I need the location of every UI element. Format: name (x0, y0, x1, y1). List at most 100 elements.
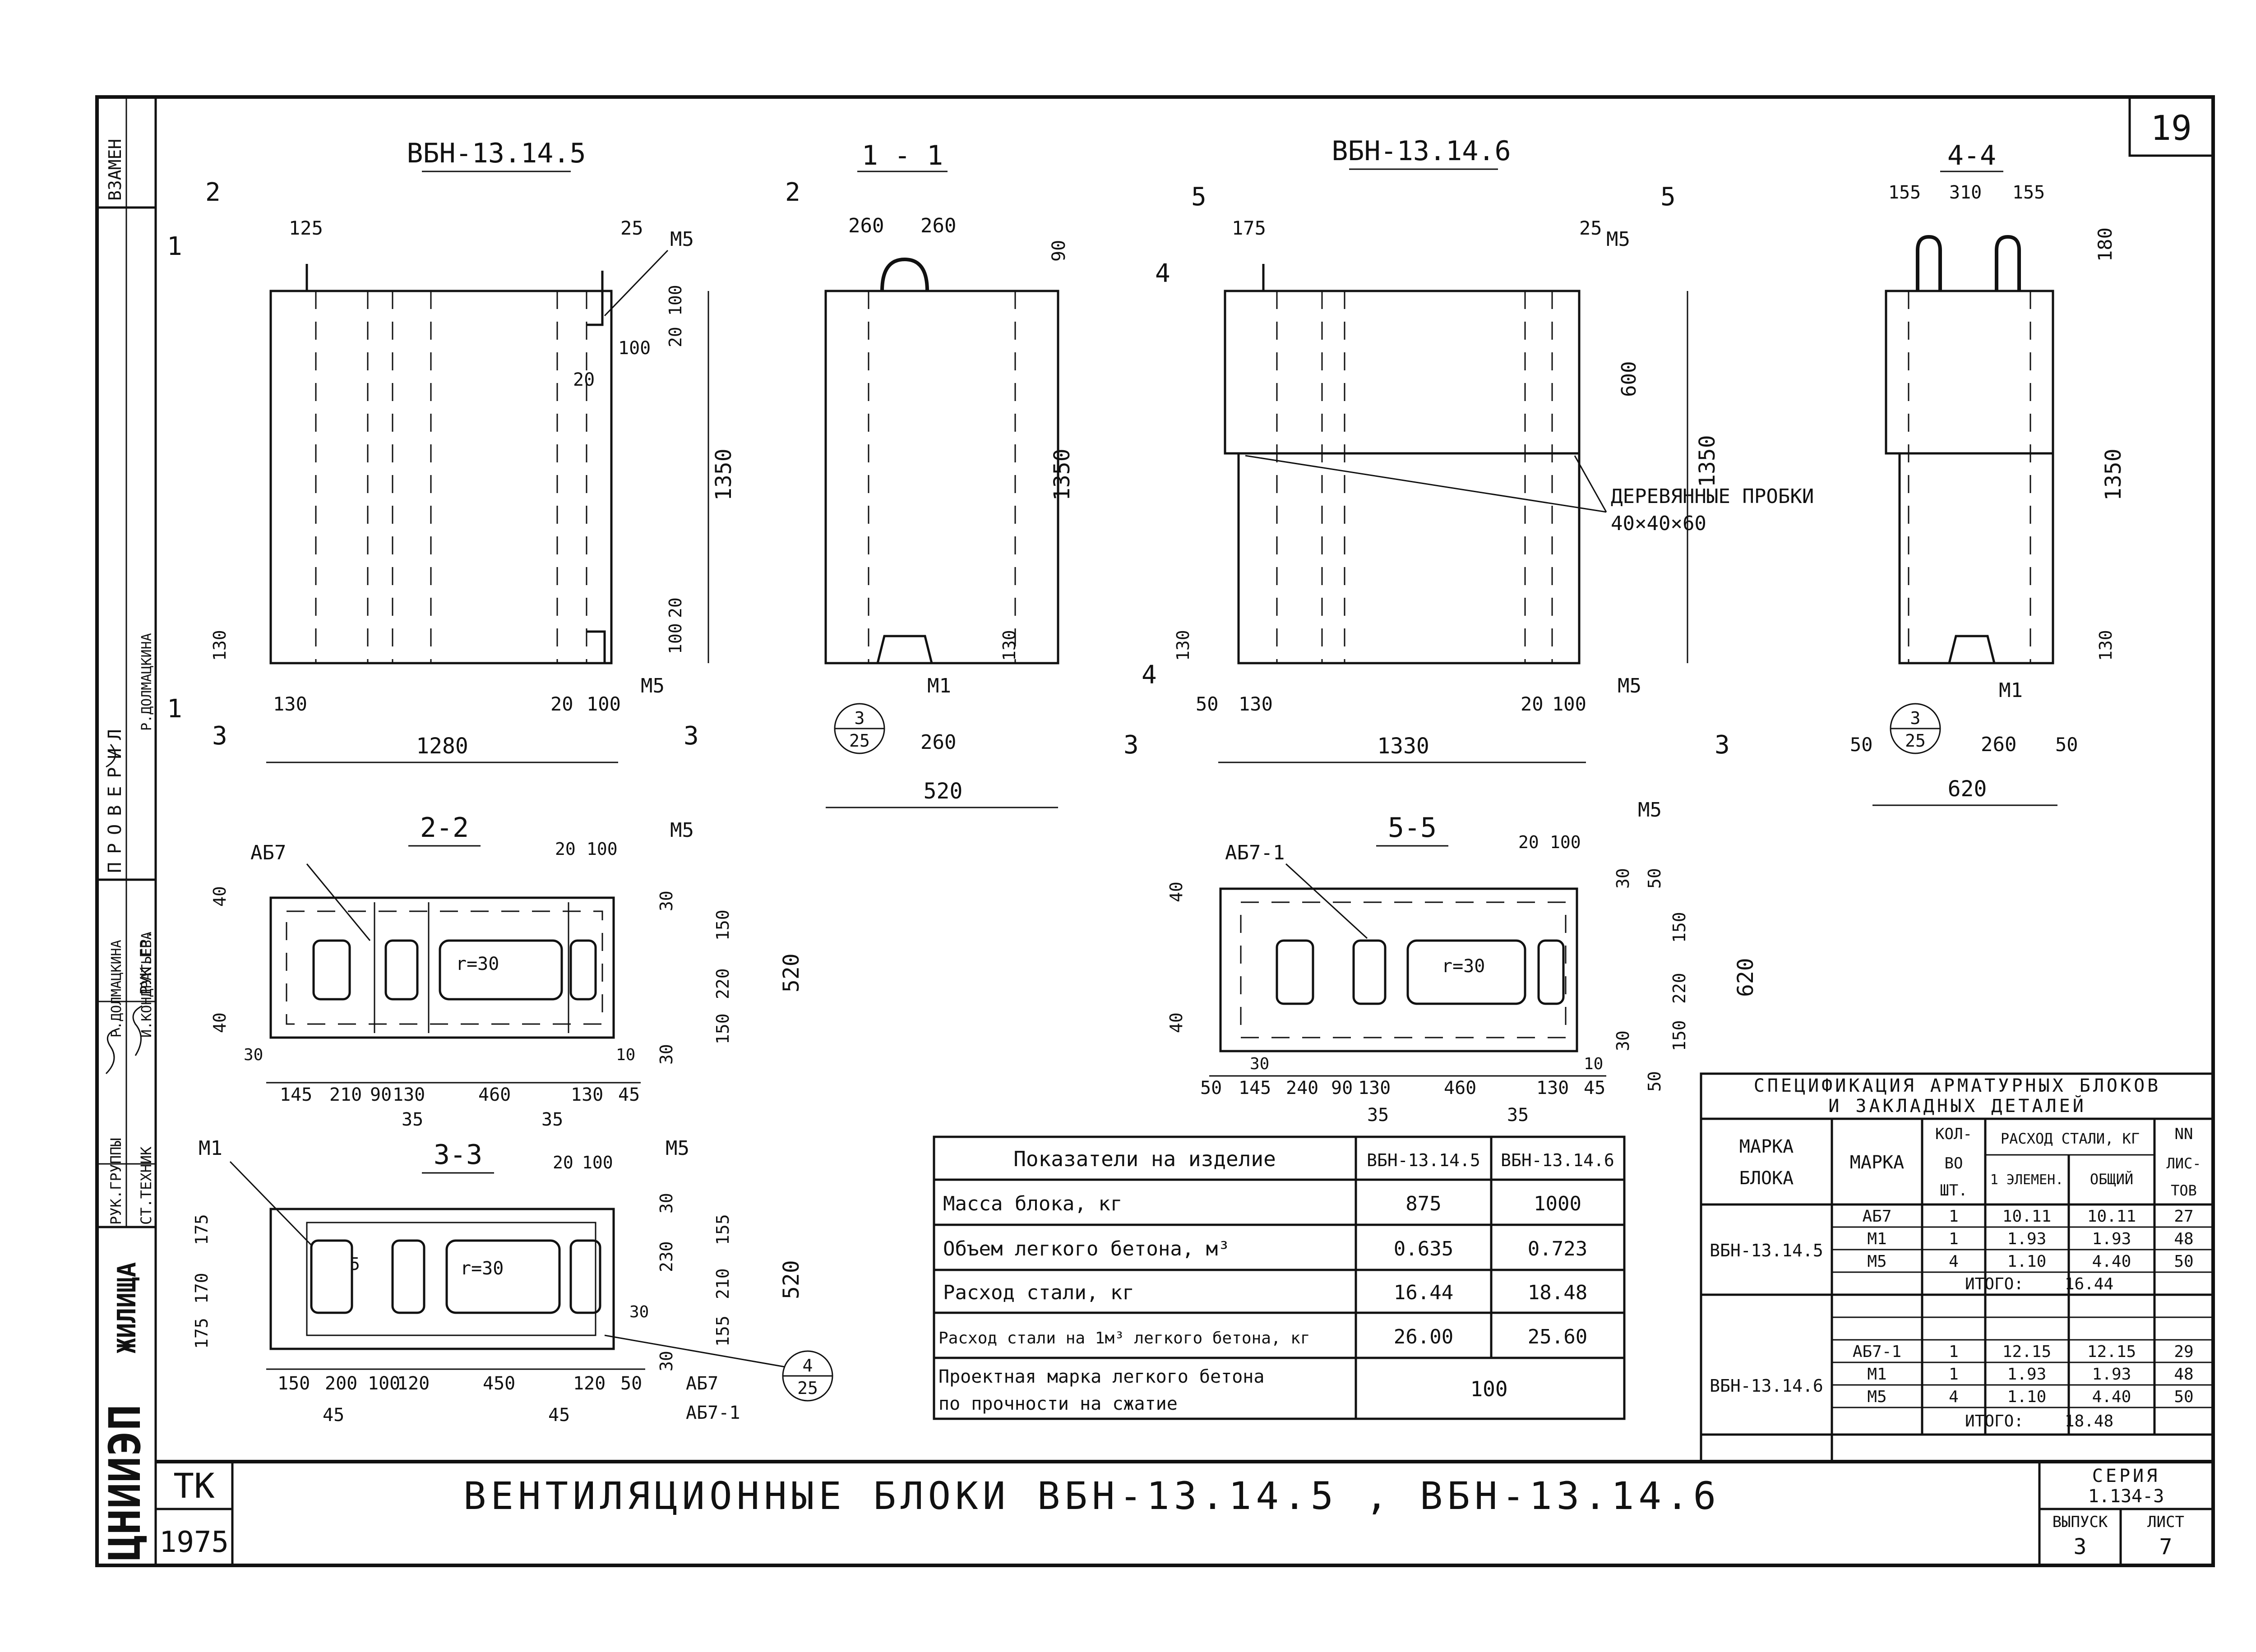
strip-proveril: ПРОВЕРИЛ (105, 721, 125, 873)
ref-3-b: 3 (1910, 708, 1921, 728)
spec-h-nn-3: ТОВ (2171, 1182, 2197, 1199)
strip-institute-2: ЖИЛИЩА (112, 1262, 142, 1353)
spec-r2-2-4: 50 (2174, 1388, 2193, 1406)
s55-dim-30-a: 30 (1613, 868, 1633, 889)
s55-dim-45: 45 (1584, 1078, 1605, 1098)
s55-dim-50-b: 50 (1645, 1071, 1664, 1092)
title-vypusk-label: ВЫПУСК (2053, 1513, 2108, 1531)
s55-dim-240: 240 (1286, 1078, 1318, 1098)
dim-260-3: 260 (920, 731, 956, 754)
s33-dim-120-a: 120 (397, 1373, 430, 1394)
title-main: ВЕНТИЛЯЦИОННЫЕ БЛОКИ ВБН-13.14.5 , ВБН-1… (463, 1474, 1720, 1518)
strip-ruk-gr: РУК.ГР. (137, 930, 155, 995)
s33-dim-450: 450 (483, 1373, 515, 1394)
derev-label: ДЕРЕВЯННЫЕ ПРОБКИ (1611, 485, 1814, 508)
label-m1-2: М1 (1999, 679, 2023, 702)
ind-row-1-v2: 0.723 (1528, 1237, 1587, 1260)
s33-ab7-1: АБ7-1 (686, 1403, 740, 1423)
spec-r2-0-2: 12.15 (2002, 1343, 2051, 1361)
ref-25-b: 25 (1905, 731, 1926, 751)
title-list: 7 (2159, 1534, 2173, 1560)
s33-dim-155-b: 155 (713, 1315, 733, 1347)
strip-vzamen: ВЗАМЕН (105, 139, 125, 201)
ind-row-2-v1: 16.44 (1394, 1281, 1453, 1304)
ind-last-value: 100 (1470, 1377, 1507, 1401)
ind-row-1-v1: 0.635 (1394, 1237, 1453, 1260)
s22-dim-220: 220 (713, 968, 733, 999)
s55-dim-10: 10 (1584, 1055, 1603, 1073)
indicators-table: Показатели на изделие ВБН-13.14.5 ВБН-13… (933, 1135, 1626, 1420)
view-vbn-13-14-5: ВБН-13.14.5 125 25 М5 100 20 100 20 1350… (167, 138, 800, 763)
dim-130-5: 130 (1239, 693, 1273, 715)
label-m5-4: М5 (1618, 674, 1641, 697)
spec-r1-1-1: 1 (1949, 1230, 1959, 1248)
dim-155-1: 155 (1888, 182, 1921, 203)
s22-dim-30-b: 30 (656, 1044, 676, 1065)
s33-dim-230: 230 (656, 1241, 676, 1272)
s55-dim-90: 90 (1331, 1078, 1353, 1098)
s33-dim-170: 170 (192, 1273, 212, 1304)
s55-dim-20: 20 (1518, 832, 1539, 852)
ind-header-2: ВБН-13.14.6 (1501, 1150, 1614, 1170)
s55-dim-150-a: 150 (1669, 912, 1689, 943)
s22-dim-130-a: 130 (393, 1084, 425, 1105)
s22-dim-210: 210 (329, 1084, 362, 1105)
dim-25: 25 (620, 217, 643, 239)
s55-dim-30-b: 30 (1613, 1030, 1633, 1051)
spec-title-1: СПЕЦИФИКАЦИЯ АРМАТУРНЫХ БЛОКОВ (1754, 1075, 2161, 1096)
dim-130-3: 130 (999, 630, 1019, 661)
spec-r1-1-0: М1 (1867, 1230, 1886, 1248)
dim-20-3: 20 (666, 597, 685, 618)
view-section-1-1: 1 - 1 260 260 90 1350 130 М1 3 25 260 52… (824, 140, 1075, 808)
s55-dim-620: 620 (1733, 958, 1758, 997)
s33-dim-30-a: 30 (656, 1193, 676, 1214)
s55-dim-35-a: 35 (1367, 1105, 1389, 1126)
spec-h-rashod: РАСХОД СТАЛИ, КГ (2001, 1130, 2140, 1147)
spec-total-1-label: ИТОГО: (1965, 1275, 2024, 1293)
spec-r1-0-2: 10.11 (2002, 1207, 2051, 1226)
spec-block-2: ВБН-13.14.6 (1710, 1376, 1823, 1396)
spec-r1-0-4: 27 (2174, 1207, 2193, 1226)
s55-dim-40-b: 40 (1166, 1012, 1186, 1033)
dim-1330: 1330 (1377, 734, 1429, 759)
dim-1350-3: 1350 (1695, 435, 1720, 487)
dim-310: 310 (1949, 182, 1982, 203)
cut-2-b: 2 (785, 178, 800, 207)
s33-dim-175-b: 175 (192, 1318, 212, 1349)
dim-175-1: 175 (1232, 217, 1266, 239)
s33-dim-50: 50 (620, 1373, 642, 1394)
strip-name-2: Р.ДОЛМАЦКИНА (109, 940, 125, 1038)
ref-25-a: 25 (849, 731, 870, 751)
dim-130-4: 130 (1173, 630, 1193, 661)
s55-dim-35-b: 35 (1507, 1105, 1529, 1126)
s22-dim-35-a: 35 (402, 1109, 423, 1130)
cut-1-a: 1 (167, 232, 182, 261)
view-4-title: 4-4 (1947, 140, 1996, 171)
strip-ruk-gruppy: РУК.ГРУППЫ (107, 1138, 125, 1225)
s55-dim-460: 460 (1444, 1078, 1476, 1098)
label-m5-3: М5 (1606, 228, 1630, 251)
s55-dim-150-b: 150 (1669, 1020, 1689, 1051)
dim-180: 180 (2094, 227, 2116, 262)
spec-block-1: ВБН-13.14.5 (1710, 1241, 1823, 1260)
ind-row-2-label: Расход стали, кг (943, 1281, 1134, 1304)
dim-20-1: 20 (666, 327, 685, 347)
spec-h-kol-2: ВО (1945, 1154, 1963, 1172)
dim-100-1: 100 (666, 285, 685, 316)
s22-dim-150-b: 150 (713, 1013, 733, 1044)
spec-r2-2-0: М5 (1867, 1388, 1886, 1406)
s33-dim-20: 20 (553, 1153, 573, 1172)
cut-4-a: 4 (1155, 259, 1170, 288)
s55-dim-50: 50 (1200, 1078, 1222, 1098)
dim-1280: 1280 (416, 734, 468, 759)
dim-100-4: 100 (587, 693, 621, 715)
dim-50-1: 50 (1196, 693, 1219, 715)
spec-h-marka-bloka-1: МАРКА (1739, 1136, 1794, 1157)
s33-ref-5: 5 (350, 1254, 360, 1274)
cut-3-b: 3 (684, 721, 699, 751)
s22-dim-90: 90 (370, 1084, 392, 1105)
s22-ab7: АБ7 (250, 841, 286, 864)
s33-dim-155-a: 155 (713, 1214, 733, 1245)
s33-dim-175-a: 175 (192, 1214, 212, 1245)
label-m1-1: М1 (927, 674, 951, 697)
